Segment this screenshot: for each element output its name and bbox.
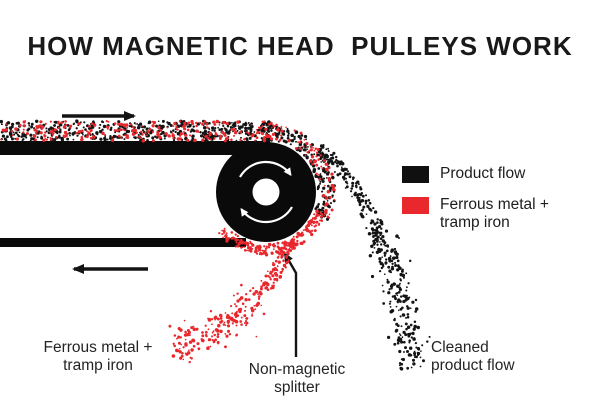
rotation-arrow-bottom xyxy=(240,206,293,224)
page-title: HOW MAGNETIC HEAD PULLEYS WORK xyxy=(27,31,573,61)
legend-swatch-ferrous xyxy=(402,197,429,214)
legend-item-product-flow: Product flow xyxy=(402,165,549,183)
rotation-arrow-top xyxy=(239,160,292,178)
pulley-hub xyxy=(252,178,280,206)
belt-return-run xyxy=(0,238,246,247)
caption-splitter: Non-magnetic splitter xyxy=(248,361,346,396)
legend-label-ferrous: Ferrous metal + tramp iron xyxy=(440,196,549,231)
legend-swatch-product xyxy=(402,166,429,183)
legend-item-ferrous: Ferrous metal + tramp iron xyxy=(402,196,549,232)
particle-dots-layer xyxy=(0,119,431,371)
caption-ferrous-output: Ferrous metal + tramp iron xyxy=(43,339,153,374)
legend: Product flow Ferrous metal + tramp iron xyxy=(402,165,549,232)
caption-cleaned-output: Cleaned product flow xyxy=(431,339,515,374)
splitter-pointer-arrow xyxy=(283,252,298,357)
legend-label-product: Product flow xyxy=(440,165,526,182)
belt-top-run xyxy=(0,141,270,155)
ferrous-metal-dots xyxy=(0,119,336,364)
